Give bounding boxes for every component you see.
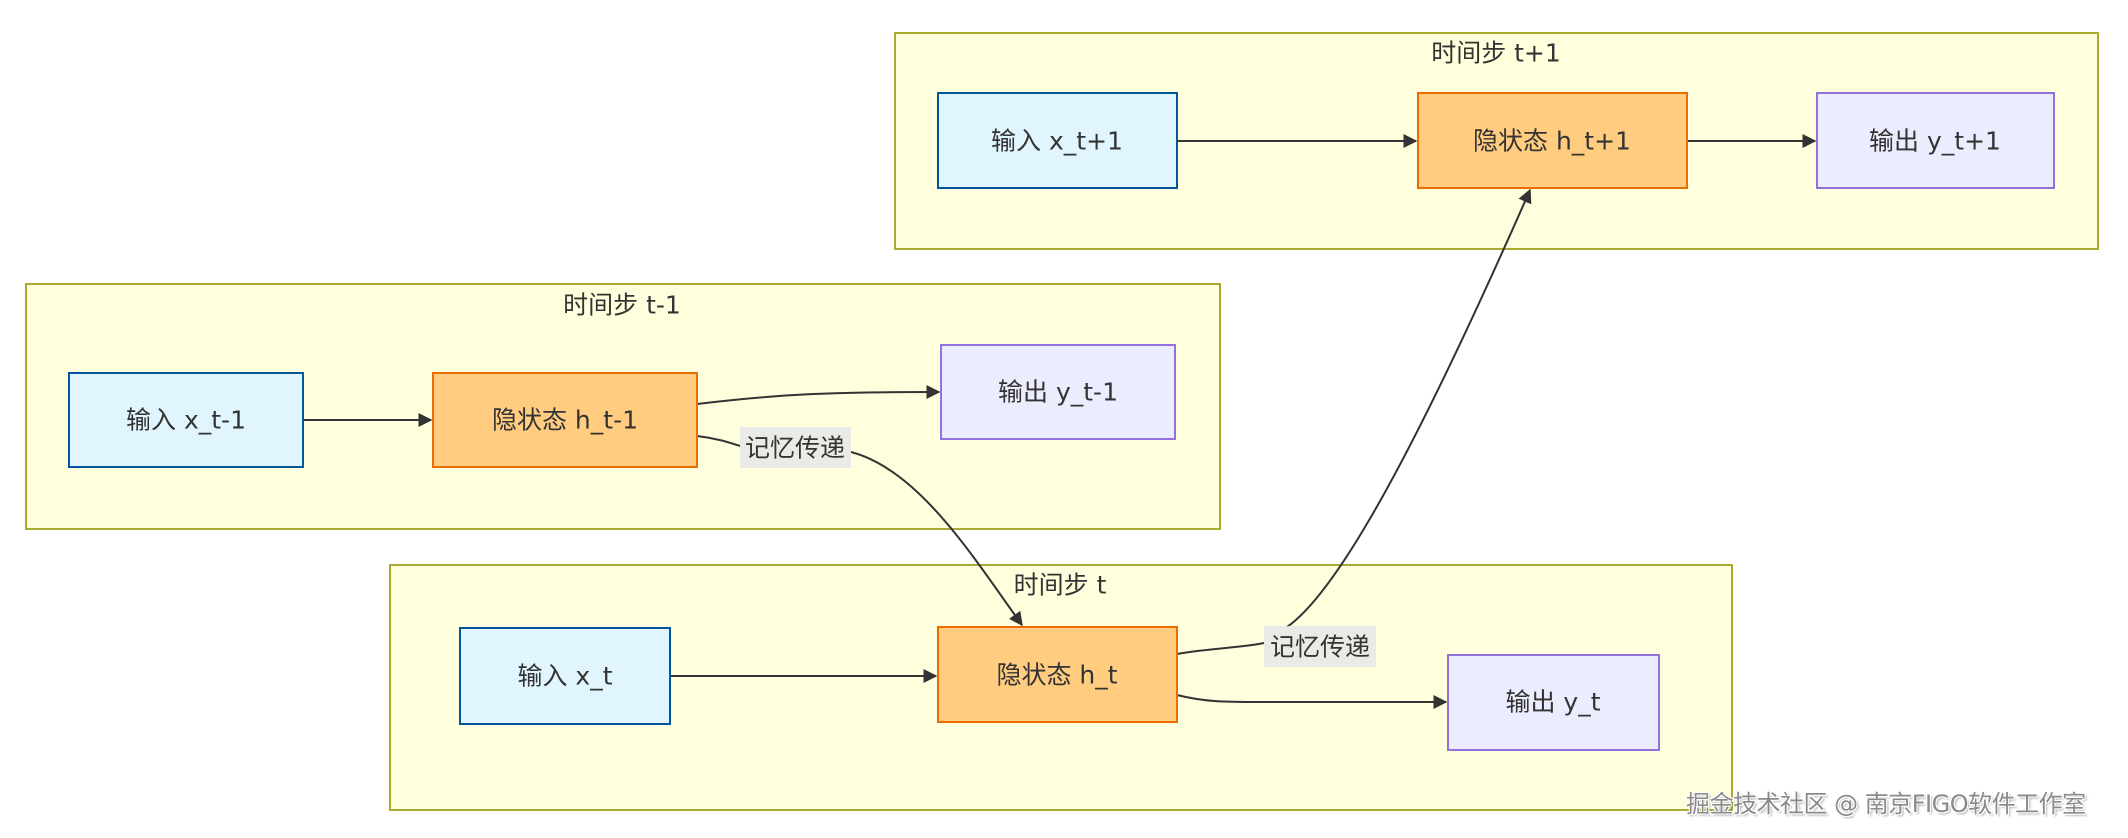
node-hidden-t[interactable]: 隐状态 h_t: [937, 626, 1178, 723]
node-box[interactable]: [1816, 92, 2055, 189]
edges: [303, 134, 1817, 709]
node-box[interactable]: [1417, 92, 1688, 189]
cluster-title: 时间步 t: [1014, 571, 1107, 600]
node-input-t[interactable]: 输入 x_t: [459, 627, 671, 725]
edge-hidden-to-output-t: [1176, 694, 1448, 709]
node-label: 隐状态 h_t-1: [492, 406, 638, 435]
node-box[interactable]: [940, 344, 1176, 440]
edge-label-memory-t: 记忆传递: [1264, 626, 1376, 667]
node-box[interactable]: [432, 372, 698, 468]
node-label: 输出 y_t: [1505, 688, 1600, 717]
node-input-t-plus-1[interactable]: 输入 x_t+1: [937, 92, 1178, 189]
edge-memory-t-minus-1-to-label: [696, 435, 741, 447]
edge-label-background: [740, 427, 851, 468]
node-box[interactable]: [459, 627, 671, 725]
edge-label-text: 记忆传递: [745, 434, 845, 463]
node-label: 输出 y_t+1: [1869, 127, 2001, 156]
node-input-t-minus-1[interactable]: 输入 x_t-1: [68, 372, 304, 468]
node-label: 输入 x_t: [517, 662, 612, 691]
edge-label-text: 记忆传递: [1270, 633, 1370, 662]
node-box[interactable]: [68, 372, 304, 468]
node-output-t[interactable]: 输出 y_t: [1447, 654, 1660, 751]
node-box[interactable]: [937, 626, 1178, 723]
edge-memory-label-to-hidden-t-plus-1: [1286, 188, 1532, 628]
cluster-title: 时间步 t-1: [563, 291, 681, 320]
node-label: 输出 y_t-1: [998, 378, 1118, 407]
node-hidden-t-plus-1[interactable]: 隐状态 h_t+1: [1417, 92, 1688, 189]
edge-label-memory-t-minus-1: 记忆传递: [740, 427, 851, 468]
node-label: 隐状态 h_t+1: [1473, 127, 1631, 156]
edge-memory-label-to-hidden-t: [850, 451, 1023, 627]
edge-label-background: [1264, 626, 1376, 667]
node-label: 隐状态 h_t: [996, 661, 1117, 690]
edge-hidden-to-output-t-minus-1: [696, 385, 941, 405]
node-label: 输入 x_t+1: [991, 127, 1123, 156]
node-hidden-t-minus-1[interactable]: 隐状态 h_t-1: [432, 372, 698, 468]
cluster-title: 时间步 t+1: [1431, 39, 1561, 68]
node-box[interactable]: [1447, 654, 1660, 751]
edge-memory-t-to-label: [1176, 642, 1265, 655]
node-box[interactable]: [937, 92, 1178, 189]
node-label: 输入 x_t-1: [126, 406, 246, 435]
watermark: 掘金技术社区 @ 南京FIGO软件工作室: [1686, 790, 2086, 818]
node-output-t-minus-1[interactable]: 输出 y_t-1: [940, 344, 1176, 440]
node-output-t-plus-1[interactable]: 输出 y_t+1: [1816, 92, 2055, 189]
